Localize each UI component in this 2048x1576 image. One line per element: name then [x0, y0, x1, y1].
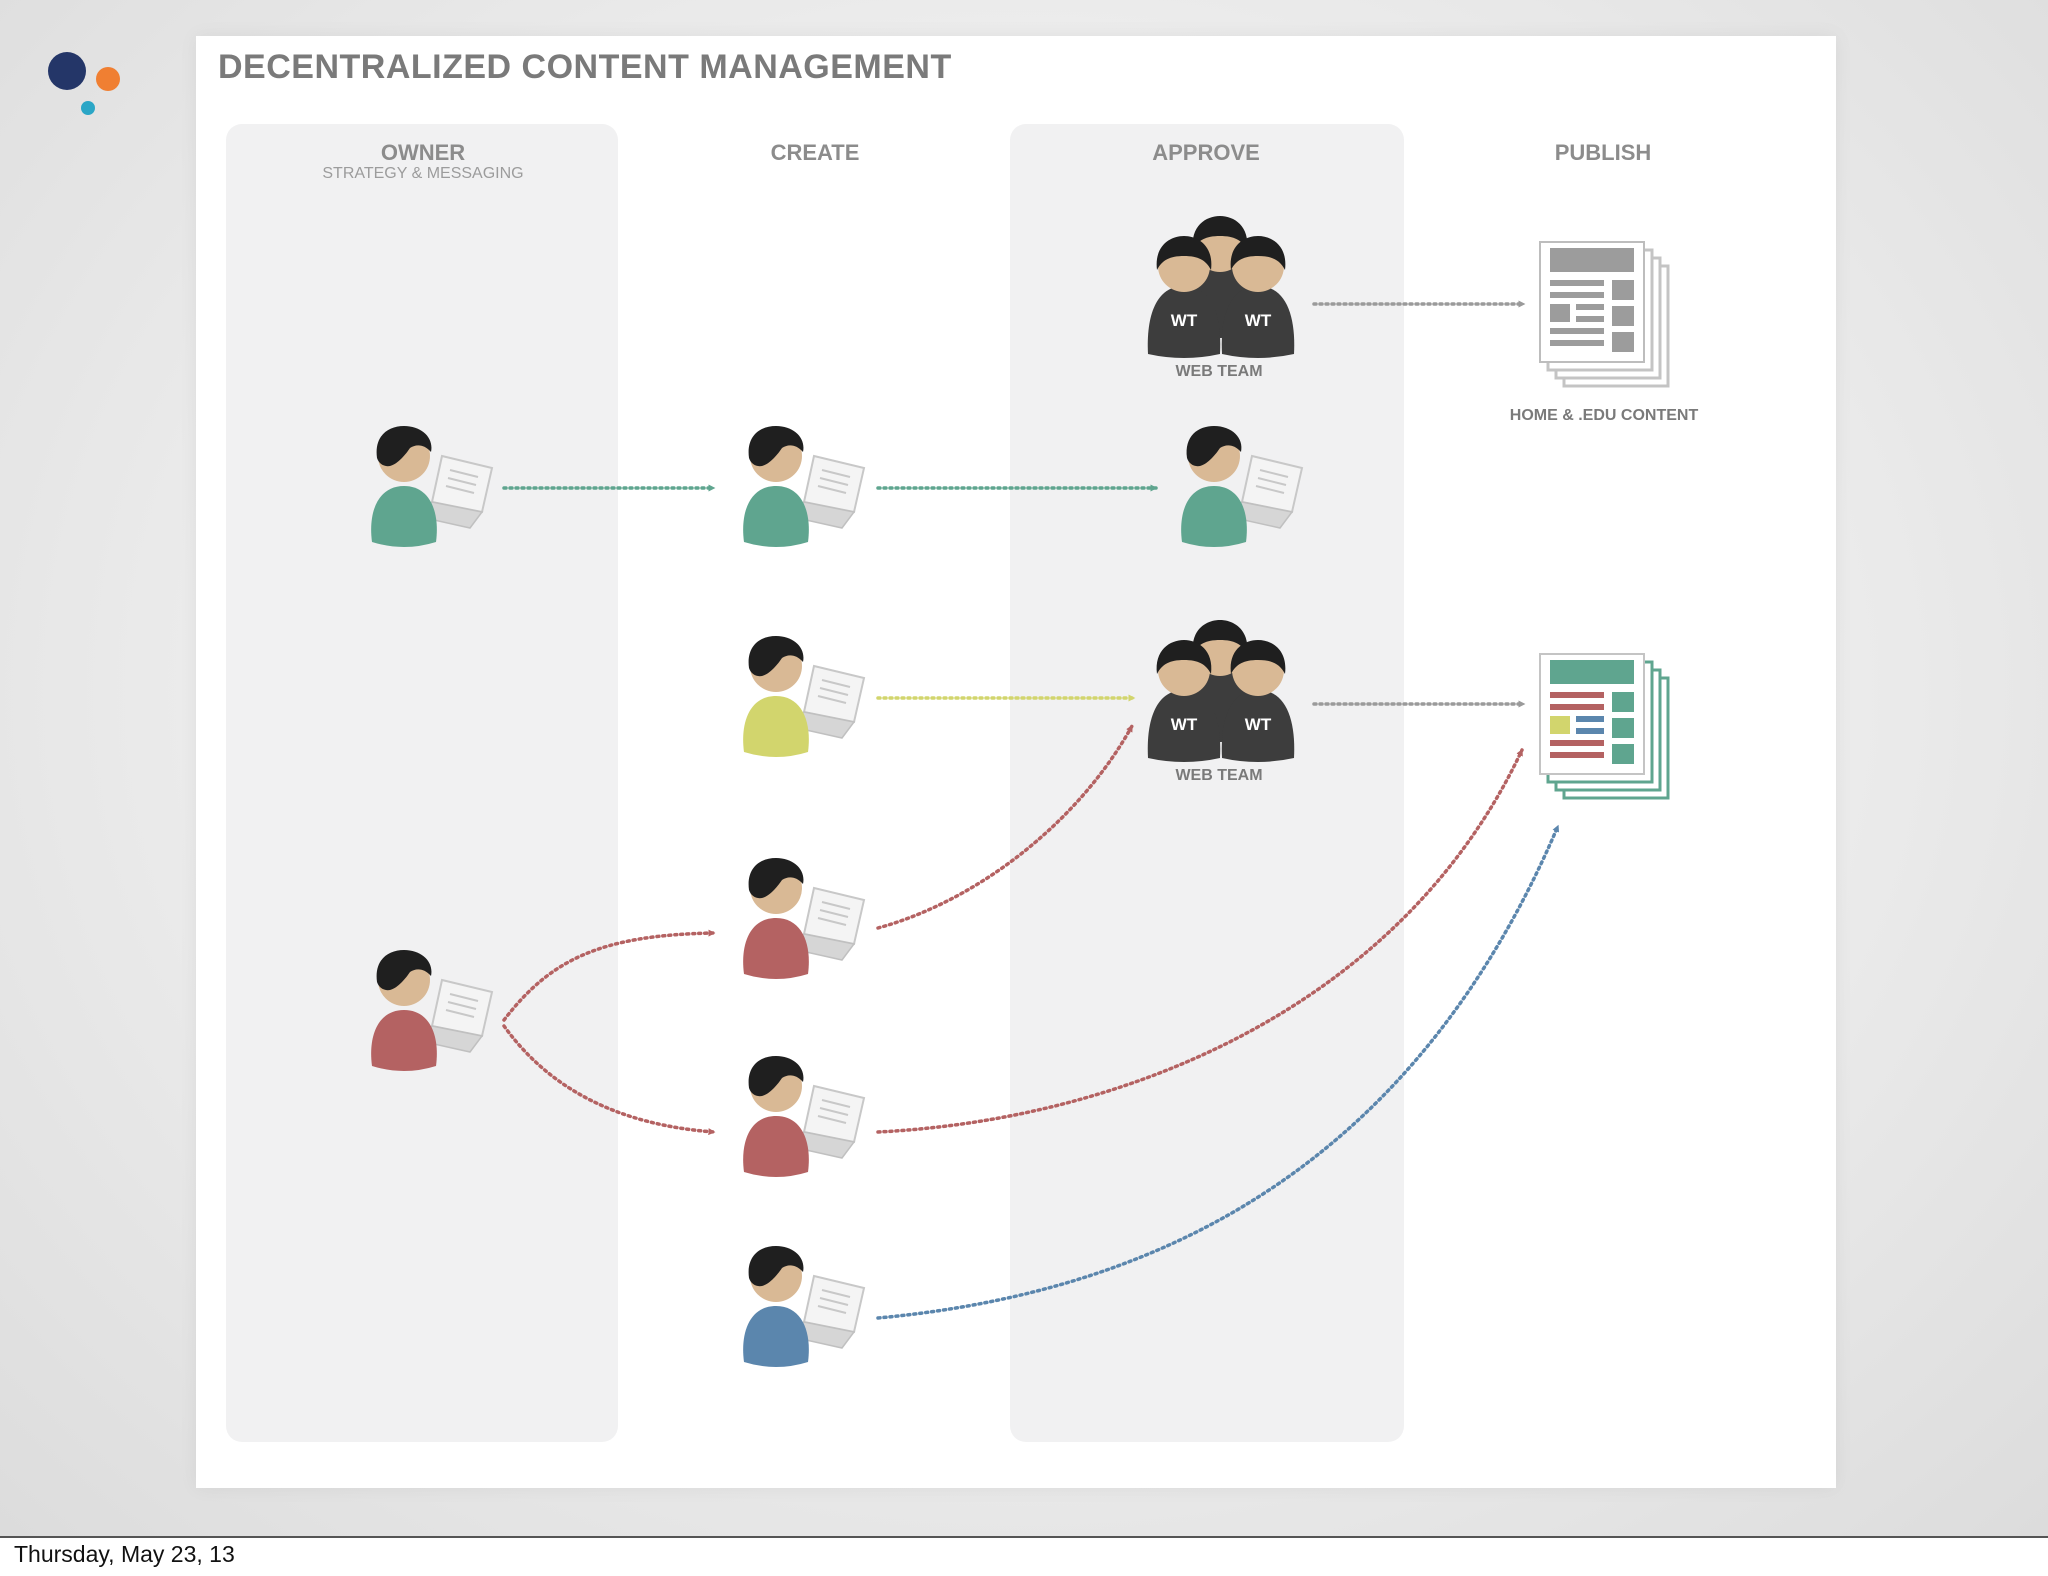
web-team-label: WEB TEAM	[1175, 363, 1262, 380]
web-team-badge-left: WT	[1171, 715, 1198, 734]
lane-approve-background	[1010, 124, 1404, 1442]
web-team-badge-right: WT	[1245, 715, 1272, 734]
lane-owner-title: OWNER	[381, 140, 465, 165]
logo	[48, 52, 120, 115]
publish-doc-gray: HOME & .EDU CONTENT	[1510, 241, 1699, 424]
creator-blue-person	[743, 1246, 865, 1367]
flow-owner-red-to-creator-red-1	[502, 929, 716, 1022]
document-stack-icon	[1539, 653, 1670, 800]
footer-date: Thursday, May 23, 13	[14, 1541, 235, 1567]
flow-creator-blue-to-publish	[876, 824, 1560, 1320]
person-icon	[371, 950, 437, 1071]
flow-creator-red-2-to-publish	[876, 748, 1524, 1134]
logo-dot-navy	[48, 52, 86, 90]
lane-publish-title: PUBLISH	[1555, 140, 1652, 165]
web-team-2: WT WT WEB TEAM	[1147, 620, 1295, 784]
logo-dot-teal	[81, 101, 95, 115]
creator-red-person-1	[743, 858, 865, 979]
flow-creator-red-1-to-web-team	[876, 724, 1134, 930]
web-team-label: WEB TEAM	[1175, 767, 1262, 784]
creator-yellow-person	[743, 636, 865, 757]
person-icon	[743, 858, 809, 979]
creator-green-person	[743, 426, 865, 547]
footer-separator	[0, 1536, 2048, 1538]
owner-red-person	[371, 950, 493, 1071]
diagram: DECENTRALIZED CONTENT MANAGEMENT OWNER S…	[48, 48, 1699, 1442]
diagram-title: DECENTRALIZED CONTENT MANAGEMENT	[218, 48, 952, 86]
publish-doc-colored	[1539, 653, 1670, 800]
flows	[502, 300, 1560, 1320]
lane-owner-subtitle: STRATEGY & MESSAGING	[322, 165, 523, 182]
slide: DECENTRALIZED CONTENT MANAGEMENT OWNER S…	[0, 0, 2048, 1536]
person-icon	[743, 1246, 809, 1367]
flow-owner-red-to-creator-red-2	[502, 1024, 716, 1136]
lane-owner-background	[226, 124, 618, 1442]
logo-dot-orange	[96, 67, 120, 91]
lane-create-title: CREATE	[771, 140, 860, 165]
person-icon	[743, 426, 809, 547]
person-icon	[371, 426, 437, 547]
creator-red-person-2	[743, 1056, 865, 1177]
web-team-badge-left: WT	[1171, 311, 1198, 330]
owner-green-person	[371, 426, 493, 547]
document-stack-icon	[1539, 241, 1670, 388]
lane-approve-title: APPROVE	[1152, 140, 1260, 165]
web-team-badge-right: WT	[1245, 311, 1272, 330]
web-team-1: WT WT WEB TEAM	[1147, 216, 1295, 380]
person-icon	[743, 1056, 809, 1177]
person-icon	[743, 636, 809, 757]
approver-green-person	[1181, 426, 1303, 547]
person-icon	[1181, 426, 1247, 547]
publish-doc-label: HOME & .EDU CONTENT	[1510, 407, 1699, 424]
